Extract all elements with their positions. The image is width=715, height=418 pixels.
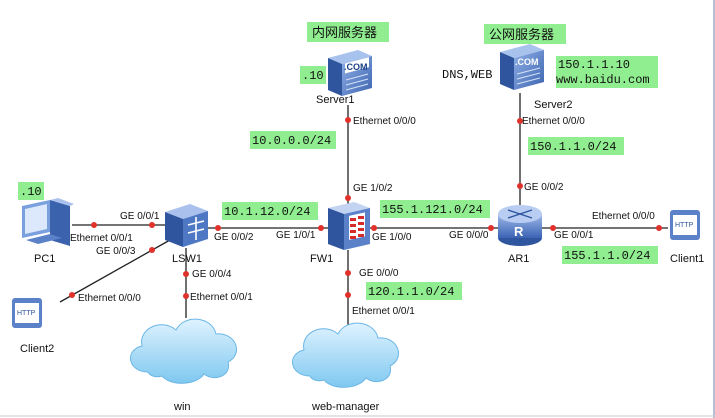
links xyxy=(59,93,668,325)
server1-host-label: .10 xyxy=(302,69,324,83)
client1-name: Client1 xyxy=(670,253,704,265)
dot-fw-ge100 xyxy=(371,225,377,231)
port-lsw-ge001: GE 0/0/1 xyxy=(120,211,160,222)
dot-fw-ge000 xyxy=(345,270,351,276)
win-name: win xyxy=(173,401,191,413)
ar1-device[interactable]: R AR1 xyxy=(498,205,542,265)
dot-client2-eth xyxy=(69,292,75,298)
endpoint-dots xyxy=(69,117,662,299)
dot-lsw-ge003 xyxy=(149,247,155,253)
dot-server1-eth xyxy=(345,117,351,123)
net-server2-label: 150.1.1.0/24 xyxy=(530,140,616,154)
http-client-icon: HTTP xyxy=(12,298,42,328)
port-client2-eth: Ethernet 0/0/0 xyxy=(78,293,141,304)
server-logo-text: .COM xyxy=(344,62,368,72)
client1-device[interactable]: HTTP Client1 xyxy=(670,210,704,265)
port-ar-ge001: GE 0/0/1 xyxy=(554,230,594,241)
dot-client1-eth xyxy=(656,225,662,231)
port-fw-ge101: GE 1/0/1 xyxy=(276,230,316,241)
server-icon: .COM xyxy=(500,44,544,90)
dot-server2-eth xyxy=(517,118,523,124)
port-wm-eth: Ethernet 0/0/1 xyxy=(352,306,415,317)
http-client-icon: HTTP xyxy=(670,210,700,240)
client2-device[interactable]: HTTP Client2 xyxy=(12,298,54,355)
pc-icon xyxy=(22,198,74,246)
port-server2-eth: Ethernet 0/0/0 xyxy=(522,116,585,127)
port-pc-eth: Ethernet 0/0/1 xyxy=(70,233,133,244)
highlight-labels: 内网服务器 公网服务器 .10 .10 150.1.1.10 www.baidu… xyxy=(18,22,658,300)
port-win-eth: Ethernet 0/0/1 xyxy=(190,292,253,303)
net-webmgr-label: 120.1.1.0/24 xyxy=(368,285,454,299)
dot-ar-ge001 xyxy=(550,225,556,231)
server-logo-text: .COM xyxy=(515,57,539,67)
port-ar-ge002: GE 0/0/2 xyxy=(524,182,564,193)
dot-lsw-ge004 xyxy=(183,271,189,277)
title-public-server: 公网服务器 xyxy=(489,27,554,43)
port-fw-ge102: GE 1/0/2 xyxy=(353,183,393,194)
net-client1-label: 155.1.1.0/24 xyxy=(564,249,650,263)
port-lsw-ge003: GE 0/0/3 xyxy=(96,246,136,257)
lsw1-name: LSW1 xyxy=(172,253,202,265)
router-icon: R xyxy=(498,205,542,246)
cloud-icon xyxy=(130,318,238,384)
fw1-device[interactable]: FW1 xyxy=(310,202,370,265)
port-lsw-ge004: GE 0/0/4 xyxy=(192,269,232,280)
net-fw-lsw-label: 10.1.12.0/24 xyxy=(224,205,310,219)
dot-win-eth xyxy=(183,293,189,299)
dot-lsw-ge001 xyxy=(149,222,155,228)
dot-ar-ge002 xyxy=(517,183,523,189)
pc1-name: PC1 xyxy=(34,253,55,265)
client2-name: Client2 xyxy=(20,343,54,355)
dot-wm-eth xyxy=(345,292,351,298)
pc1-device[interactable]: PC1 xyxy=(22,198,74,265)
server-icon: .COM xyxy=(328,50,372,96)
server2-domain-label: www.baidu.com xyxy=(556,73,650,87)
port-ar-ge000: GE 0/0/0 xyxy=(449,230,489,241)
pc1-host-label: .10 xyxy=(20,185,42,199)
dot-pc-eth xyxy=(91,222,97,228)
web-manager-cloud[interactable]: web-manager xyxy=(292,322,400,413)
port-server1-eth: Ethernet 0/0/0 xyxy=(353,116,416,127)
lsw1-device[interactable]: LSW1 xyxy=(165,204,208,265)
net-fw-ar-label: 155.1.121.0/24 xyxy=(382,203,483,217)
ar1-name: AR1 xyxy=(508,253,529,265)
server2-name: Server2 xyxy=(534,99,573,111)
port-client1-eth: Ethernet 0/0/0 xyxy=(592,211,655,222)
server1-name: Server1 xyxy=(316,94,355,106)
dot-ar-ge000 xyxy=(488,225,494,231)
win-cloud[interactable]: win xyxy=(130,318,238,413)
http-label: HTTP xyxy=(675,222,694,229)
dot-fw-ge101 xyxy=(318,225,324,231)
http-label: HTTP xyxy=(17,310,36,317)
dot-fw-ge102 xyxy=(345,195,351,201)
switch-icon xyxy=(165,204,208,247)
title-intranet-server: 内网服务器 xyxy=(312,25,377,41)
dot-lsw-ge002 xyxy=(215,225,221,231)
fw1-name: FW1 xyxy=(310,253,333,265)
port-lsw-ge002: GE 0/0/2 xyxy=(214,232,254,243)
firewall-icon xyxy=(328,202,370,250)
web-manager-name: web-manager xyxy=(311,401,380,413)
server1-device[interactable]: .COM Server1 xyxy=(316,50,372,106)
port-fw-ge000: GE 0/0/0 xyxy=(359,268,399,279)
server2-services-label: DNS,WEB xyxy=(442,68,492,82)
server2-device[interactable]: .COM Server2 xyxy=(500,44,573,111)
port-fw-ge100: GE 1/0/0 xyxy=(372,232,412,243)
cloud-icon xyxy=(292,322,400,388)
net-server1-label: 10.0.0.0/24 xyxy=(252,134,331,148)
router-letter: R xyxy=(514,224,524,239)
server2-ip-label: 150.1.1.10 xyxy=(558,58,630,72)
port-labels: Ethernet 0/0/0 GE 1/0/2 GE 1/0/1 GE 1/0/… xyxy=(70,116,655,317)
